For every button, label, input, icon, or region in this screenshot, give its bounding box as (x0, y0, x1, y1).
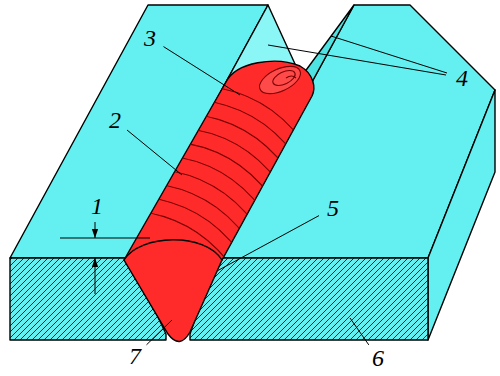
callout-number: 7 (129, 344, 141, 368)
leader-line (331, 36, 447, 73)
dimension-and-leaders (60, 36, 447, 345)
callout-number: 5 (327, 196, 339, 220)
plate-section-right (190, 258, 428, 340)
leader-line (127, 130, 182, 175)
bead-surface (124, 61, 314, 260)
callout-number: 3 (144, 26, 156, 50)
plate-side-right (428, 90, 495, 340)
weld-bead (120, 61, 314, 342)
callout-number: 1 (91, 194, 103, 218)
leader-line (268, 45, 446, 75)
leader-line (147, 320, 173, 345)
leader-line (217, 216, 319, 271)
leader-line (350, 318, 369, 345)
weld-crater (255, 61, 304, 100)
callout-number: 2 (109, 108, 121, 132)
callout-number: 6 (372, 346, 384, 370)
base-plates (10, 5, 495, 340)
dimension-arrow-down (95, 222, 96, 238)
leader-line (164, 47, 241, 95)
bead-ripple-highlights (120, 168, 174, 214)
dimension-arrow-up (95, 258, 96, 294)
callout-number: 4 (456, 66, 468, 90)
extension-line (60, 238, 150, 239)
weld-section (124, 240, 222, 342)
